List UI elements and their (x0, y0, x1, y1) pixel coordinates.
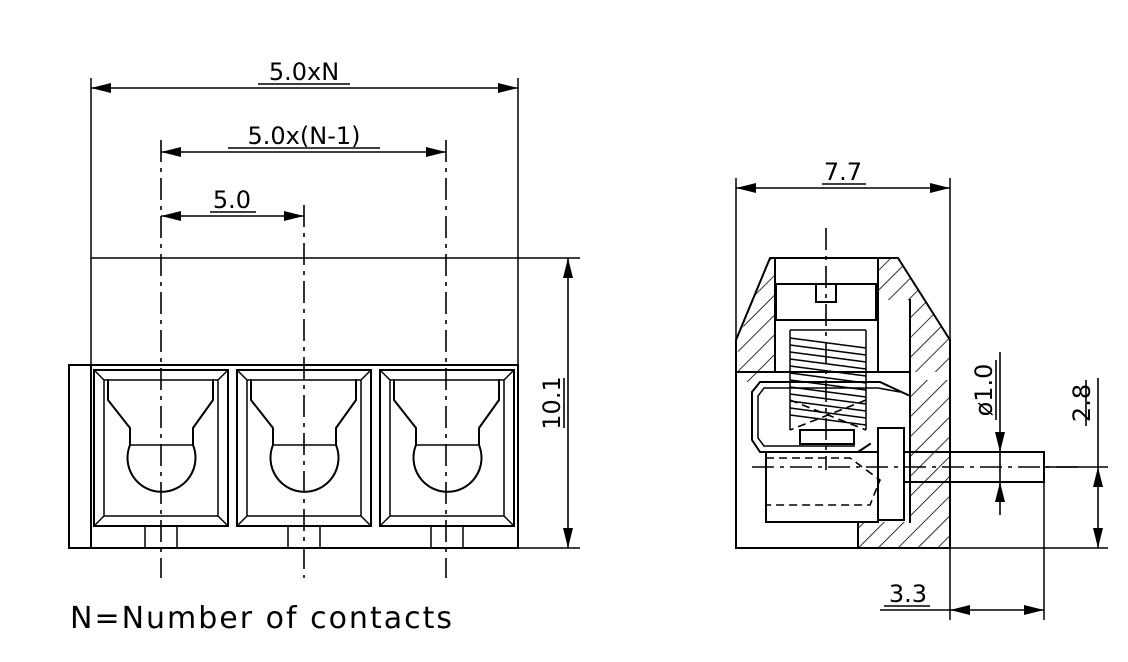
dim-inner-width: 5.0x(N-1) (161, 122, 446, 157)
clamp-plate (877, 427, 905, 521)
dim-side-width-label: 7.7 (824, 158, 862, 186)
dim-pin-height-label: 2.8 (1068, 384, 1096, 422)
dim-pitch: 5.0 (161, 186, 304, 221)
side-view: 7.7 ø1.0 2.8 3.3 (735, 158, 1108, 620)
screw-thread (789, 329, 867, 430)
dim-pin-diameter-label: ø1.0 (970, 364, 998, 417)
dim-total-width-label: 5.0xN (269, 58, 339, 86)
dim-height: 10.1 (538, 258, 573, 548)
dim-pin-offset-label: 3.3 (889, 580, 927, 608)
hidden-outline (766, 457, 881, 506)
clamp-spring-inner (757, 387, 901, 447)
dim-inner-width-label: 5.0x(N-1) (248, 122, 361, 150)
contact-cavity (379, 369, 515, 549)
dim-side-width: 7.7 (735, 158, 951, 340)
dim-total-width: 5.0xN (91, 58, 518, 93)
dim-pin-offset: 3.3 (880, 482, 1045, 620)
screw-slot (815, 283, 837, 303)
clamp-box (765, 451, 879, 523)
dim-pin-height: 2.8 (950, 378, 1108, 549)
dim-pin-diameter: ø1.0 (970, 352, 1005, 515)
dim-height-label: 10.1 (538, 376, 566, 429)
screw-tip (799, 429, 855, 445)
dim-pitch-label: 5.0 (213, 186, 251, 214)
footnote-text: N=Number of contacts (70, 601, 454, 636)
front-view: 5.0xN 5.0x(N-1) 5.0 10.1 N=Number of (68, 58, 580, 636)
front-body-outline (68, 364, 519, 549)
hidden-cross (789, 399, 867, 431)
